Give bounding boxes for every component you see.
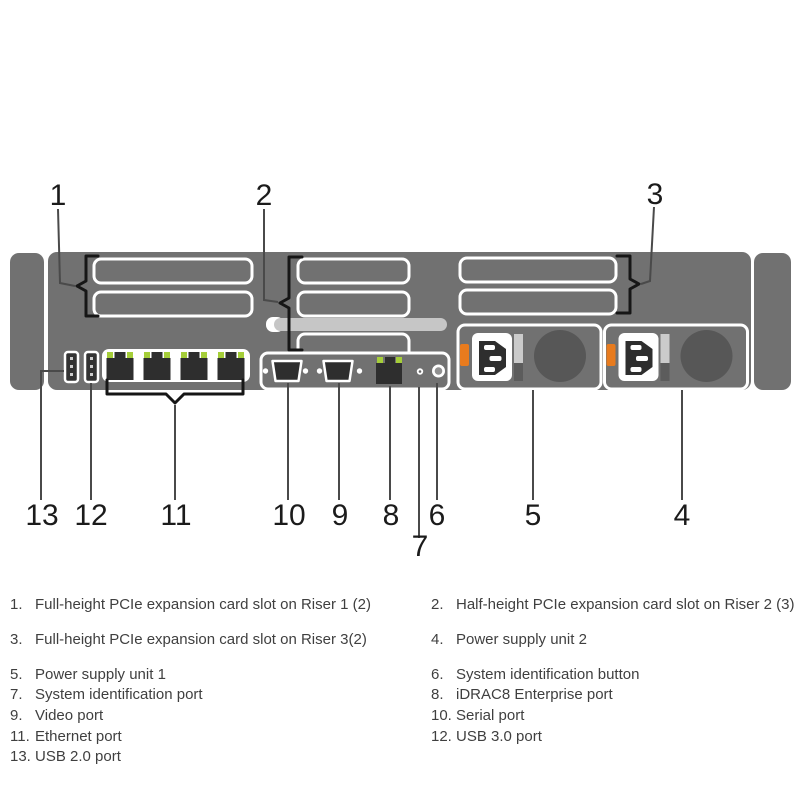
legend-item-4: 4. Power supply unit 2	[431, 631, 587, 649]
legend-label: USB 3.0 port	[456, 728, 542, 745]
legend-item-10: 10.Serial port	[431, 707, 524, 725]
server-rear-diagram: 1 2 3 4 5 6 7 8 9 10 11 12 13	[10, 178, 791, 563]
callout-label-6: 6	[429, 499, 446, 532]
psu-handle-grip	[660, 363, 670, 381]
callout-line-2	[263, 209, 279, 303]
legend-number: 13.	[10, 748, 31, 765]
legend-item-3: 3. Full-height PCIe expansion card slot o…	[10, 631, 367, 649]
callout-label-5: 5	[525, 499, 542, 532]
callout-label-1: 1	[50, 179, 67, 212]
screw-hole	[262, 368, 269, 374]
legend-number: 11.	[10, 728, 30, 745]
usb3-port	[83, 350, 100, 384]
power-supply-unit-1	[456, 323, 603, 391]
legend-item-6: 6. System identification button	[431, 666, 639, 684]
psu-fan	[534, 330, 586, 382]
callout-label-8: 8	[383, 499, 400, 532]
legend-label: Serial port	[456, 707, 525, 724]
legend-number: 5.	[10, 666, 23, 683]
legend-item-9: 9. Video port	[10, 707, 103, 725]
callout-label-2: 2	[256, 179, 273, 212]
chassis-handle	[266, 317, 447, 332]
riser2-bracket	[278, 255, 304, 352]
callout-label-13: 13	[25, 499, 58, 532]
riser3-pcie-slot-2	[458, 288, 618, 316]
system-id-port	[416, 368, 424, 375]
legend-label: iDRAC8 Enterprise port	[456, 686, 613, 703]
legend-item-11: 11. Ethernet port	[10, 728, 122, 746]
callout-label-3: 3	[647, 178, 664, 211]
legend-label: System identification button	[456, 666, 640, 683]
riser1-pcie-slot-2	[92, 290, 254, 318]
legend-label: Full-height PCIe expansion card slot on …	[35, 596, 371, 613]
psu-handle-grip	[514, 363, 523, 381]
legend-label: Power supply unit 2	[456, 631, 587, 648]
usb2-port	[63, 350, 80, 384]
serial-port	[262, 359, 309, 383]
legend-item-7: 7. System identification port	[10, 686, 203, 704]
callout-line-3	[640, 206, 655, 285]
handle-bar	[274, 318, 447, 331]
legend-label: Ethernet port	[35, 728, 122, 745]
screw-hole	[356, 368, 363, 374]
legend-item-1: 1. Full-height PCIe expansion card slot o…	[10, 596, 371, 614]
psu-latch	[606, 344, 616, 366]
chassis-left-ear	[10, 253, 44, 390]
riser1-pcie-slot-1	[92, 257, 254, 285]
legend-label: Full-height PCIe expansion card slot on …	[35, 631, 367, 648]
legend-number: 3.	[10, 631, 23, 648]
legend-item-12: 12.USB 3.0 port	[431, 728, 542, 746]
idrac-port	[376, 357, 402, 384]
legend-number: 10.	[431, 707, 452, 724]
legend-item-13: 13.USB 2.0 port	[10, 748, 121, 766]
callout-label-4: 4	[674, 499, 691, 532]
ethernet-port-4	[217, 352, 245, 380]
legend-label: System identification port	[35, 686, 203, 703]
callout-label-9: 9	[332, 499, 349, 532]
legend-number: 6.	[431, 666, 444, 683]
ethernet-port-1	[106, 352, 134, 380]
callout-label-11: 11	[160, 499, 191, 532]
ethernet-panel	[102, 349, 250, 382]
callout-label-10: 10	[272, 499, 305, 532]
legend-label: Power supply unit 1	[35, 666, 166, 683]
callout-line-1	[57, 208, 76, 287]
callout-line-13	[40, 370, 64, 500]
screw-hole	[302, 368, 309, 374]
screw-hole	[316, 368, 323, 374]
legend-item-8: 8. iDRAC8 Enterprise port	[431, 686, 613, 704]
chassis-right-ear	[754, 253, 791, 390]
legend-item-2: 2. Half-height PCIe expansion card slot o…	[431, 596, 795, 614]
legend-number: 8.	[431, 686, 444, 703]
legend-label: Half-height PCIe expansion card slot on …	[456, 596, 795, 613]
legend-label: USB 2.0 port	[35, 748, 121, 765]
psu-handle	[660, 334, 670, 363]
legend-number: 12.	[431, 728, 452, 745]
callout-label-12: 12	[74, 499, 107, 532]
psu-fan	[680, 330, 733, 382]
riser3-bracket	[615, 254, 641, 315]
ethernet-port-3	[180, 352, 208, 380]
legend-number: 2.	[431, 596, 444, 613]
psu-latch	[460, 344, 469, 366]
legend-item-5: 5. Power supply unit 1	[10, 666, 166, 684]
ethernet-port-2	[143, 352, 171, 380]
riser1-bracket	[75, 254, 100, 318]
legend-number: 1.	[10, 596, 23, 613]
riser3-pcie-slot-1	[458, 256, 618, 284]
legend-number: 7.	[10, 686, 23, 703]
riser2-pcie-slot-2	[296, 290, 411, 318]
legend-label: Video port	[35, 707, 104, 724]
system-id-button	[432, 364, 445, 378]
ethernet-bracket	[105, 378, 245, 405]
legend-number: 9.	[10, 707, 23, 724]
legend-number: 4.	[431, 631, 444, 648]
psu-handle	[514, 334, 523, 363]
callout-label-7: 7	[412, 530, 429, 563]
power-supply-unit-2	[603, 323, 749, 391]
video-port	[316, 359, 363, 383]
riser2-pcie-slot-1	[296, 257, 411, 285]
